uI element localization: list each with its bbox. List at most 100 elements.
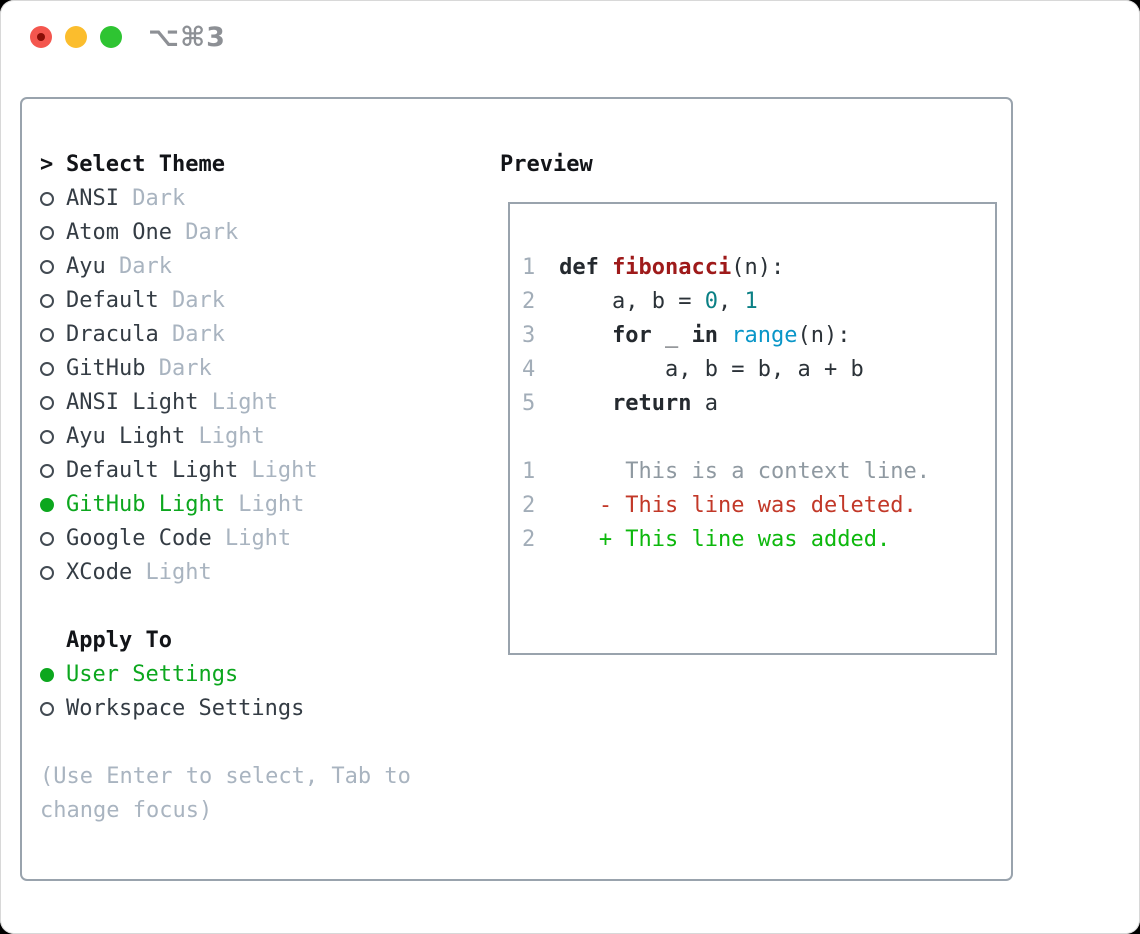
code-segment: ,: [718, 289, 745, 314]
preview-title: Preview: [500, 152, 593, 177]
theme-option-ansi-light[interactable]: ANSI Light Light: [40, 386, 411, 420]
theme-option-dracula[interactable]: Dracula Dark: [40, 318, 411, 352]
cursor-arrow-icon: >: [40, 152, 54, 177]
zoom-button[interactable]: [100, 26, 122, 48]
theme-option-github[interactable]: GitHub Dark: [40, 352, 411, 386]
line-number: 2: [522, 493, 536, 518]
option-label: Google Code: [66, 526, 212, 551]
code-line: [522, 421, 995, 455]
code-segment: a, b =: [559, 289, 705, 314]
code-segment: range: [731, 323, 798, 348]
option-variant-label: Light: [211, 526, 292, 551]
radio-unselected-icon: [40, 328, 54, 342]
code-line: 2 a, b = 0, 1: [522, 285, 995, 319]
theme-option-xcode[interactable]: XCode Light: [40, 556, 411, 590]
code-segment: def: [559, 255, 613, 280]
option-variant-label: Light: [198, 390, 278, 415]
code-segment: 0: [704, 289, 719, 314]
theme-option-ayu[interactable]: Ayu Dark: [40, 250, 411, 284]
code-segment: (n):: [731, 255, 785, 280]
code-segment: [718, 323, 731, 348]
theme-option-atom-one[interactable]: Atom One Dark: [40, 216, 411, 250]
code-segment: in: [691, 323, 719, 348]
spacer: [40, 726, 411, 760]
line-number: 3: [522, 323, 536, 348]
theme-option-default-light[interactable]: Default Light Light: [40, 454, 411, 488]
option-variant-label: Dark: [105, 254, 172, 279]
theme-option-ayu-light[interactable]: Ayu Light Light: [40, 420, 411, 454]
radio-unselected-icon: [40, 566, 54, 580]
option-label: Default: [66, 288, 159, 313]
radio-selected-icon: [40, 498, 54, 512]
apply-to-title: Apply To: [66, 628, 172, 653]
help-text-line-2: change focus): [40, 798, 213, 823]
spacer: [40, 590, 411, 624]
radio-unselected-icon: [40, 294, 54, 308]
option-variant-label: Dark: [118, 186, 186, 211]
apply-option-user-settings[interactable]: User Settings: [40, 658, 411, 692]
code-segment: [559, 391, 612, 416]
theme-option-ansi[interactable]: ANSI Dark: [40, 182, 411, 216]
radio-unselected-icon: [40, 192, 54, 206]
option-label: GitHub Light: [66, 492, 225, 517]
radio-unselected-icon: [40, 396, 54, 410]
option-label: Atom One: [66, 220, 172, 245]
line-number: 2: [522, 289, 536, 314]
close-button[interactable]: [30, 26, 52, 48]
option-label: ANSI Light: [66, 390, 199, 415]
help-text-line-1: (Use Enter to select, Tab to: [40, 764, 411, 789]
code-line: 1 This is a context line.: [522, 455, 995, 489]
code-segment: return: [612, 391, 692, 416]
theme-option-default[interactable]: Default Dark: [40, 284, 411, 318]
option-variant-label: Light: [238, 458, 318, 483]
radio-selected-icon: [40, 668, 54, 682]
code-line: 3 for _ in range(n):: [522, 319, 995, 353]
radio-unselected-icon: [40, 362, 54, 376]
option-label: User Settings: [66, 662, 239, 687]
option-label: Ayu Light: [66, 424, 186, 449]
code-segment: for: [612, 323, 652, 348]
code-segment: This is a context line.: [559, 459, 930, 484]
code-segment: (n):: [797, 323, 851, 348]
window-title: ⌥⌘3: [148, 21, 226, 53]
radio-unselected-icon: [40, 226, 54, 240]
option-variant-label: Dark: [158, 288, 225, 313]
line-number: 5: [522, 391, 536, 416]
code-segment: [559, 323, 612, 348]
option-label: Default Light: [66, 458, 239, 483]
code-segment: a: [691, 391, 719, 416]
option-variant-label: Light: [132, 560, 212, 585]
traffic-lights: [30, 26, 122, 48]
apply-option-workspace-settings[interactable]: Workspace Settings: [40, 692, 411, 726]
code-line: 5 return a: [522, 387, 995, 421]
option-variant-label: Dark: [145, 356, 212, 381]
option-label: GitHub: [66, 356, 146, 381]
line-number: 4: [522, 357, 536, 382]
radio-unselected-icon: [40, 702, 54, 716]
radio-unselected-icon: [40, 464, 54, 478]
radio-unselected-icon: [40, 532, 54, 546]
radio-unselected-icon: [40, 430, 54, 444]
option-variant-label: Dark: [171, 220, 239, 245]
minimize-button[interactable]: [65, 26, 87, 48]
radio-unselected-icon: [40, 260, 54, 274]
code-segment: fibonacci: [612, 255, 732, 280]
theme-option-google-code[interactable]: Google Code Light: [40, 522, 411, 556]
line-number: 2: [522, 527, 536, 552]
option-variant-label: Light: [224, 492, 305, 517]
option-label: ANSI: [66, 186, 119, 211]
code-segment: - This line was deleted.: [559, 493, 917, 518]
option-label: Workspace Settings: [66, 696, 305, 721]
option-label: Ayu: [66, 254, 106, 279]
code-segment: + This line was added.: [559, 527, 891, 552]
option-variant-label: Dark: [158, 322, 225, 347]
theme-option-github-light[interactable]: GitHub Light Light: [40, 488, 411, 522]
option-label: XCode: [66, 560, 133, 585]
